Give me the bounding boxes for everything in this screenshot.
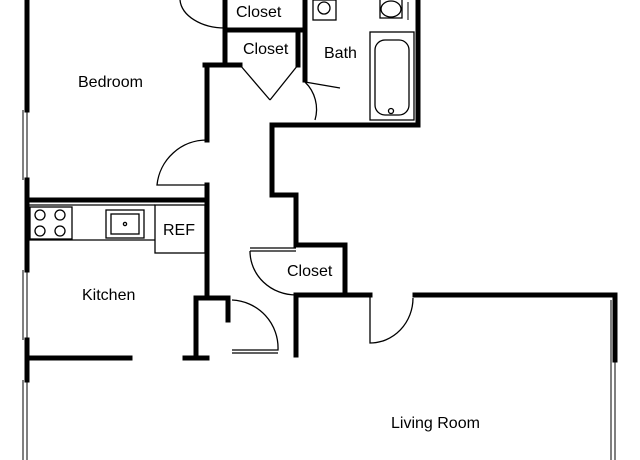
lower-closet-door-swing <box>249 250 297 296</box>
refrigerator <box>154 204 206 254</box>
closet-lower-label: Closet <box>287 263 333 280</box>
closet-door-swing <box>179 0 226 29</box>
bath-door-swing <box>304 81 341 121</box>
left-exterior-wall <box>22 0 30 460</box>
sink <box>312 0 337 21</box>
living-room-label: Living Room <box>391 415 480 432</box>
closet-middle-label: Closet <box>243 41 289 58</box>
hallway-walls <box>156 62 313 301</box>
entry-closet-walls <box>193 295 279 361</box>
bath-label: Bath <box>324 45 357 62</box>
closet-bifold-door <box>239 64 299 101</box>
lower-closet-walls <box>249 242 373 298</box>
stove <box>29 206 73 240</box>
living-room-walls <box>293 292 618 460</box>
middle-closet-walls <box>202 27 301 101</box>
entry-closet-door-swing <box>231 299 279 351</box>
closet-top-label: Closet <box>236 4 282 21</box>
kitchen-walls <box>24 197 210 361</box>
refrigerator-label: REF <box>163 222 195 239</box>
bathtub <box>369 31 415 121</box>
living-door-swing <box>369 295 414 344</box>
kitchen-sink <box>105 209 145 239</box>
top-closet-walls <box>179 0 308 33</box>
kitchen-label: Kitchen <box>82 287 135 304</box>
bedroom-label: Bedroom <box>78 74 143 91</box>
bedroom-door-swing <box>156 139 208 186</box>
bath-walls <box>302 0 421 128</box>
toilet <box>379 0 403 19</box>
